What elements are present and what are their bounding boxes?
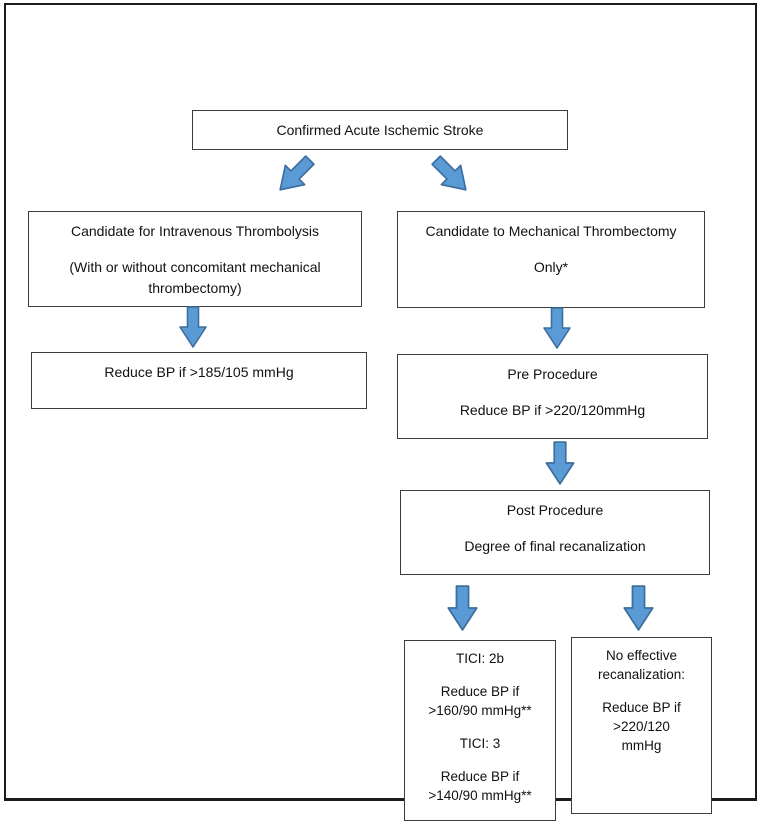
arrow-down-right-icon xyxy=(431,155,467,191)
box-no-recanalization: No effective recanalization: Reduce BP i… xyxy=(571,637,712,814)
box-line: Post Procedure xyxy=(506,502,604,518)
box-line: TICI: 3 xyxy=(459,736,501,751)
arrow-down-left-icon xyxy=(279,155,315,191)
arrow-down-icon xyxy=(179,306,207,348)
box-post-procedure: Post Procedure Degree of final recanaliz… xyxy=(400,490,710,575)
box-line: Only* xyxy=(533,259,569,275)
box-line: Candidate to Mechanical Thrombectomy xyxy=(425,223,677,239)
box-line: Reduce BP if xyxy=(440,684,520,699)
box-line: Pre Procedure xyxy=(507,366,598,382)
box-line: Confirmed Acute Ischemic Stroke xyxy=(276,121,484,138)
arrow-down-icon xyxy=(543,307,571,349)
box-iv-thrombolysis: Candidate for Intravenous Thrombolysis (… xyxy=(28,211,362,307)
box-tici-outcomes: TICI: 2b Reduce BP if >160/90 mmHg** TIC… xyxy=(404,640,556,821)
box-confirmed-stroke: Confirmed Acute Ischemic Stroke xyxy=(192,110,568,150)
box-line: Reduce BP if >220/120mmHg xyxy=(459,402,646,418)
box-line: mmHg xyxy=(621,738,662,753)
box-line: (With or without concomitant mechanical xyxy=(69,259,321,275)
box-line: Degree of final recanalization xyxy=(464,538,646,554)
box-line: TICI: 2b xyxy=(455,651,504,666)
box-line: Reduce BP if xyxy=(440,769,520,784)
box-line: thrombectomy) xyxy=(148,280,242,296)
box-line: Reduce BP if xyxy=(602,700,681,715)
box-mechanical-thrombectomy: Candidate to Mechanical Thrombectomy Onl… xyxy=(397,211,705,308)
box-line: No effective xyxy=(605,648,678,663)
box-pre-procedure: Pre Procedure Reduce BP if >220/120mmHg xyxy=(397,354,708,439)
box-line: Candidate for Intravenous Thrombolysis xyxy=(71,223,319,239)
box-line: >140/90 mmHg** xyxy=(428,788,532,803)
box-reduce-bp-185: Reduce BP if >185/105 mmHg xyxy=(31,352,367,409)
box-line: >160/90 mmHg** xyxy=(428,703,532,718)
arrow-down-icon xyxy=(545,441,575,485)
box-line: Reduce BP if >185/105 mmHg xyxy=(104,364,294,380)
arrow-down-icon xyxy=(623,585,654,631)
arrow-down-icon xyxy=(447,585,478,631)
figure-border xyxy=(4,3,757,801)
box-line: >220/120 xyxy=(613,719,670,734)
box-line: recanalization: xyxy=(597,667,686,682)
